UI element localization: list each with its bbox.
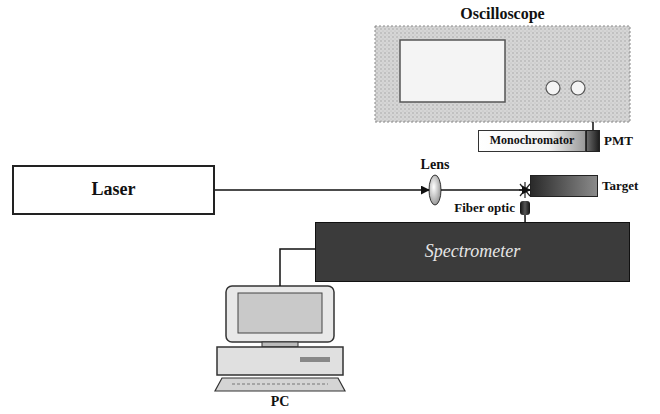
connector: [441, 189, 530, 191]
node-label: Oscilloscope: [460, 5, 544, 23]
oscilloscope-body: [375, 26, 630, 122]
connector: [524, 215, 526, 222]
pc-illustration: [215, 286, 345, 391]
node-label: PMT: [604, 134, 633, 148]
node-label: Fiber optic: [454, 201, 515, 215]
oscilloscope: Oscilloscope: [375, 26, 630, 122]
connector: [215, 189, 429, 191]
pc: PC: [215, 286, 345, 392]
node-label: PC: [271, 394, 290, 409]
laser-box: Laser: [12, 165, 215, 215]
monochromator-box: Monochromator: [478, 130, 586, 152]
pmt-detector: PMT: [586, 130, 600, 152]
node-label: Lens: [421, 157, 450, 172]
target: Target: [530, 175, 598, 197]
lens: Lens: [429, 175, 441, 205]
fiber-optic: Fiber optic: [520, 201, 530, 215]
connector: [280, 249, 315, 286]
lens-symbol: [429, 175, 441, 205]
spectrometer-box: Spectrometer: [315, 222, 630, 282]
node-label: Spectrometer: [421, 242, 524, 262]
node-label: Laser: [88, 180, 140, 200]
node-label: Target: [602, 179, 638, 193]
node-label: Monochromator: [486, 134, 578, 147]
connector: [592, 122, 594, 130]
